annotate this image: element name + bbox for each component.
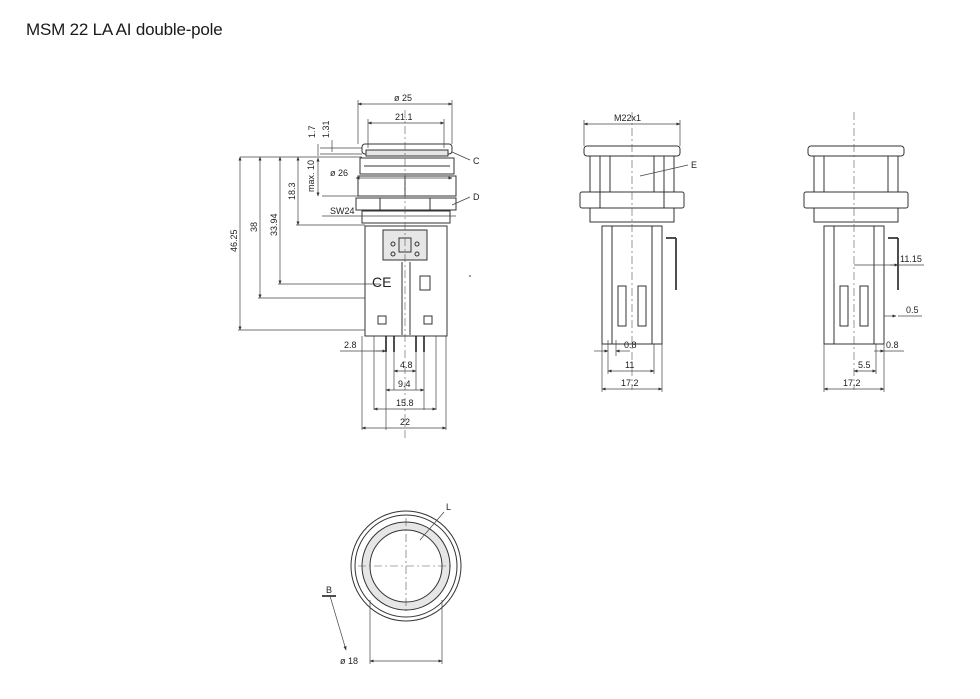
drawing-title: MSM 22 LA AI double-pole [26,20,223,39]
dim-d1-7: 1.7 [307,125,317,138]
dim-max10: max. 10 [306,160,316,192]
dim-d21-1: 21.1 [395,112,413,122]
dim-d1-31: 1.31 [321,120,331,138]
rear-view: 11.15 0.5 0.8 5.5 17.2 [803,112,924,392]
rear-nut-lower [813,207,899,223]
front-view: CE ø 25 21.1 ø 26 SW24 1.31 1.7 max. [229,93,480,440]
front-nut-lower [361,210,451,224]
dim-rear-d17-2: 17.2 [843,378,861,388]
front-nut [355,197,457,211]
side-view: M22x1 0.8 11 17.2 E [579,112,697,392]
dim-d15-8: 15.8 [396,398,414,408]
rear-nut [803,191,909,209]
dim-rear-d11-15: 11.15 [900,254,922,264]
dim-d33-94: 33.94 [269,213,279,236]
rear-bezel [807,145,905,157]
dim-d2-8: 2.8 [344,340,357,350]
callout-l: L [446,502,451,512]
dim-d38: 38 [249,222,259,232]
dim-d46-25: 46.25 [229,229,239,252]
dim-rear-d5-5: 5.5 [858,360,871,370]
dim-rear-d0-5: 0.5 [906,305,919,315]
callout-e: E [691,160,697,170]
dim-d22: 22 [400,417,410,427]
dim-d18-3: 18.3 [287,182,297,200]
dim-rear-d0-8: 0.8 [886,340,899,350]
callout-c: C [473,156,480,166]
dim-m22: M22x1 [614,113,641,123]
dim-side-d11: 11 [625,360,634,370]
dim-sw24: SW24 [330,206,355,216]
dim-side-d17-2: 17.2 [621,378,639,388]
front-threaded-body [357,175,457,197]
rear-threaded-body [813,155,899,193]
front-bezel-ring [365,149,449,157]
callout-d: D [473,192,480,202]
dim-d9-4: 9.4 [398,379,411,389]
dim-side-d0-8: 0.8 [624,340,637,350]
callout-b: B [326,585,332,595]
dim-d4-8: 4.8 [400,360,413,370]
dim-d26: ø 26 [330,168,348,178]
dim-d25: ø 25 [394,93,412,103]
ce-mark: CE [372,274,391,290]
top-view: ø 18 L B [322,502,462,666]
dim-top-d18: ø 18 [340,656,358,666]
